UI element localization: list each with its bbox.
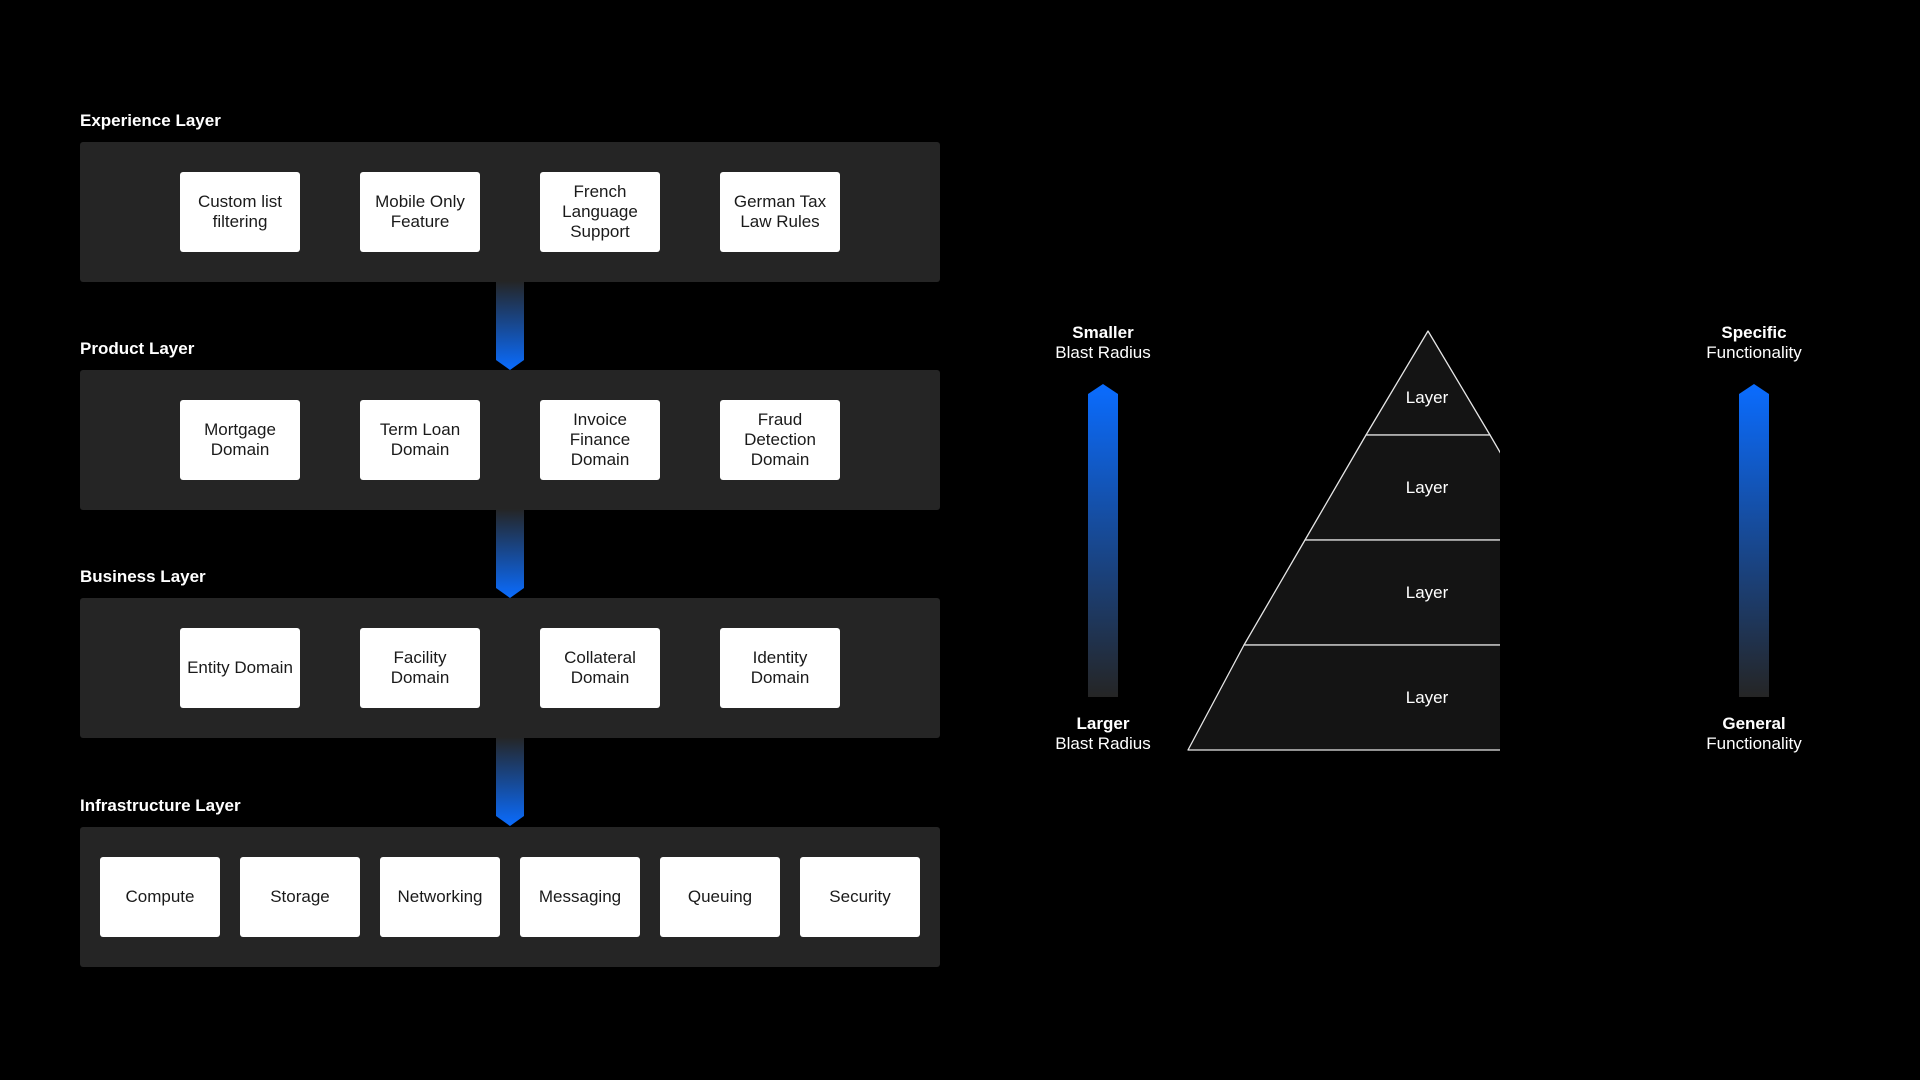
layer-panel-product: Mortgage Domain Term Loan Domain Invoice… [80, 370, 940, 510]
component-box[interactable]: Facility Domain [360, 628, 480, 708]
component-box[interactable]: Security [800, 857, 920, 937]
component-box[interactable]: Mobile Only Feature [360, 172, 480, 252]
blast-radius-top-strong: Smaller [1072, 323, 1134, 342]
layer-pyramid: Layer Layer Layer Layer [1187, 330, 1500, 751]
blast-radius-gauge [1088, 384, 1118, 697]
pyramid-tier-3 [1243, 539, 1500, 646]
layer-panel-infrastructure: Compute Storage Networking Messaging Que… [80, 827, 940, 967]
connector-arrow [496, 509, 524, 598]
layer-title-experience: Experience Layer [80, 111, 221, 130]
blast-radius-bottom-strong: Larger [1076, 714, 1130, 733]
blast-radius-top-label: Smaller Blast Radius [1003, 323, 1203, 363]
layer-title-infrastructure: Infrastructure Layer [80, 796, 241, 815]
component-box[interactable]: Networking [380, 857, 500, 937]
functionality-gauge [1739, 384, 1769, 697]
component-box[interactable]: Custom list filtering [180, 172, 300, 252]
component-box[interactable]: French Language Support [540, 172, 660, 252]
component-box[interactable]: Invoice Finance Domain [540, 400, 660, 480]
functionality-bottom-strong: General [1722, 714, 1786, 733]
pyramid-tier-4 [1187, 644, 1500, 751]
component-box[interactable]: Entity Domain [180, 628, 300, 708]
layer-panel-experience: Custom list filtering Mobile Only Featur… [80, 142, 940, 282]
pyramid-tier-2-label: Layer [1406, 478, 1449, 497]
blast-radius-top-normal: Blast Radius [1055, 343, 1151, 362]
functionality-top-normal: Functionality [1706, 343, 1802, 362]
connector-arrow [496, 281, 524, 370]
component-box[interactable]: Identity Domain [720, 628, 840, 708]
blast-radius-bottom-normal: Blast Radius [1055, 734, 1151, 753]
functionality-bottom-normal: Functionality [1706, 734, 1802, 753]
component-box[interactable]: Collateral Domain [540, 628, 660, 708]
component-box[interactable]: Fraud Detection Domain [720, 400, 840, 480]
functionality-top-label: Specific Functionality [1654, 323, 1854, 363]
component-box[interactable]: Messaging [520, 857, 640, 937]
component-box[interactable]: Queuing [660, 857, 780, 937]
connector-arrow [496, 737, 524, 826]
pyramid-tier-4-label: Layer [1406, 688, 1449, 707]
pyramid-tier-1-label: Layer [1406, 388, 1449, 407]
blast-radius-bottom-label: Larger Blast Radius [1003, 714, 1203, 754]
functionality-top-strong: Specific [1721, 323, 1787, 342]
component-box[interactable]: Storage [240, 857, 360, 937]
component-box[interactable]: Mortgage Domain [180, 400, 300, 480]
component-box[interactable]: German Tax Law Rules [720, 172, 840, 252]
pyramid-tier-1 [1365, 330, 1491, 436]
component-box[interactable]: Term Loan Domain [360, 400, 480, 480]
layer-panel-business: Entity Domain Facility Domain Collateral… [80, 598, 940, 738]
pyramid-tier-3-label: Layer [1406, 583, 1449, 602]
layer-title-business: Business Layer [80, 567, 206, 586]
pyramid-tier-2 [1304, 434, 1500, 541]
functionality-bottom-label: General Functionality [1654, 714, 1854, 754]
layer-title-product: Product Layer [80, 339, 195, 358]
component-box[interactable]: Compute [100, 857, 220, 937]
